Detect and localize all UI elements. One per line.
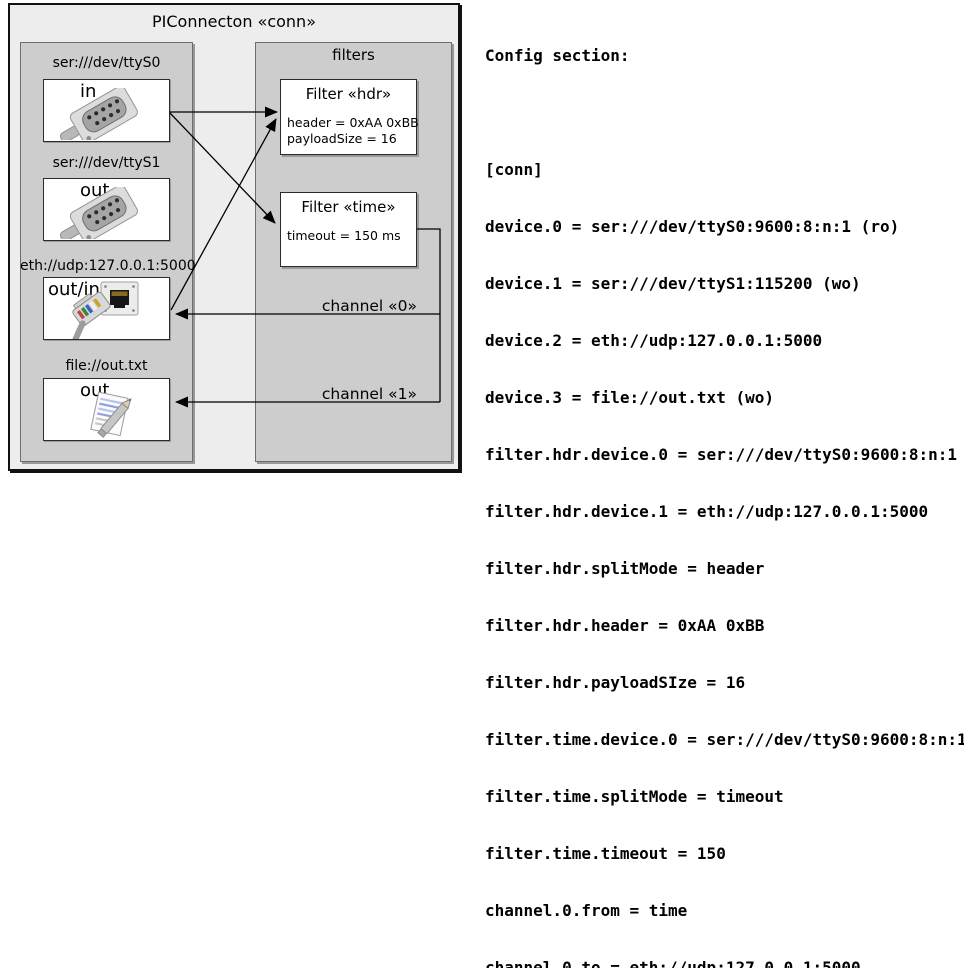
device-label-eth: eth://udp:127.0.0.1:5000 — [20, 258, 196, 274]
config-line: channel.0.from = time — [485, 901, 688, 920]
config-line: [conn] — [485, 160, 543, 179]
config-line: filter.hdr.device.0 = ser:///dev/ttyS0:9… — [485, 445, 958, 464]
serial-connector-icon — [59, 187, 138, 239]
port-label: in — [80, 81, 97, 102]
config-line: filter.time.splitMode = timeout — [485, 787, 784, 806]
config-blank-line — [485, 103, 964, 122]
filter-hdr-title: Filter «hdr» — [305, 85, 392, 103]
device-box-ttyS1: out — [43, 178, 170, 241]
config-line: filter.time.timeout = 150 — [485, 844, 726, 863]
filter-hdr-prop-payloadsize: payloadSize = 16 — [287, 131, 397, 146]
config-line: device.3 = file://out.txt (wo) — [485, 388, 774, 407]
port-label: out/in — [48, 279, 100, 300]
device-label-ttyS1: ser:///dev/ttyS1 — [52, 155, 161, 171]
config-line: device.0 = ser:///dev/ttyS0:9600:8:n:1 (… — [485, 217, 900, 236]
filter-time-box: Filter «time» timeout = 150 ms — [280, 192, 417, 267]
config-line: filter.time.device.0 = ser:///dev/ttyS0:… — [485, 730, 964, 749]
filters-panel-title: filters — [332, 46, 375, 64]
config-line: filter.hdr.header = 0xAA 0xBB — [485, 616, 765, 635]
config-title: Config section: — [485, 46, 630, 65]
filter-hdr-prop-header: header = 0xAA 0xBB — [287, 115, 419, 130]
config-line: device.2 = eth://udp:127.0.0.1:5000 — [485, 331, 823, 350]
config-line: filter.hdr.payloadSIze = 16 — [485, 673, 746, 692]
filter-hdr-box: Filter «hdr» header = 0xAA 0xBB payloadS… — [280, 79, 419, 155]
config-line: filter.hdr.device.1 = eth://udp:127.0.0.… — [485, 502, 929, 521]
config-section: Config section: [conn] device.0 = ser://… — [485, 8, 964, 968]
filter-time-title: Filter «time» — [301, 198, 396, 216]
device-label-file: file://out.txt — [65, 358, 148, 374]
config-line: filter.hdr.splitMode = header — [485, 559, 765, 578]
serial-connector-icon — [59, 88, 138, 140]
device-box-ttyS0: in — [43, 79, 170, 142]
filter-time-prop-timeout: timeout = 150 ms — [287, 228, 401, 243]
device-label-ttyS0: ser:///dev/ttyS0 — [52, 55, 161, 71]
diagram-title: PIConnecton «conn» — [152, 12, 316, 31]
device-box-file: out — [43, 378, 170, 441]
config-line: channel.0.to = eth://udp:127.0.0.1:5000 — [485, 958, 861, 968]
config-line: device.1 = ser:///dev/ttyS1:115200 (wo) — [485, 274, 861, 293]
channel-0-label: channel «0» — [321, 297, 417, 315]
piconnecton-diagram: PIConnecton «conn» filters ser:///dev/tt… — [8, 3, 460, 471]
notepad-pencil-icon — [90, 391, 132, 438]
ethernet-cable-icon — [67, 291, 111, 339]
ethernet-port-icon — [100, 281, 139, 316]
channel-1-label: channel «1» — [321, 385, 417, 403]
device-box-eth: out/in — [43, 277, 170, 340]
